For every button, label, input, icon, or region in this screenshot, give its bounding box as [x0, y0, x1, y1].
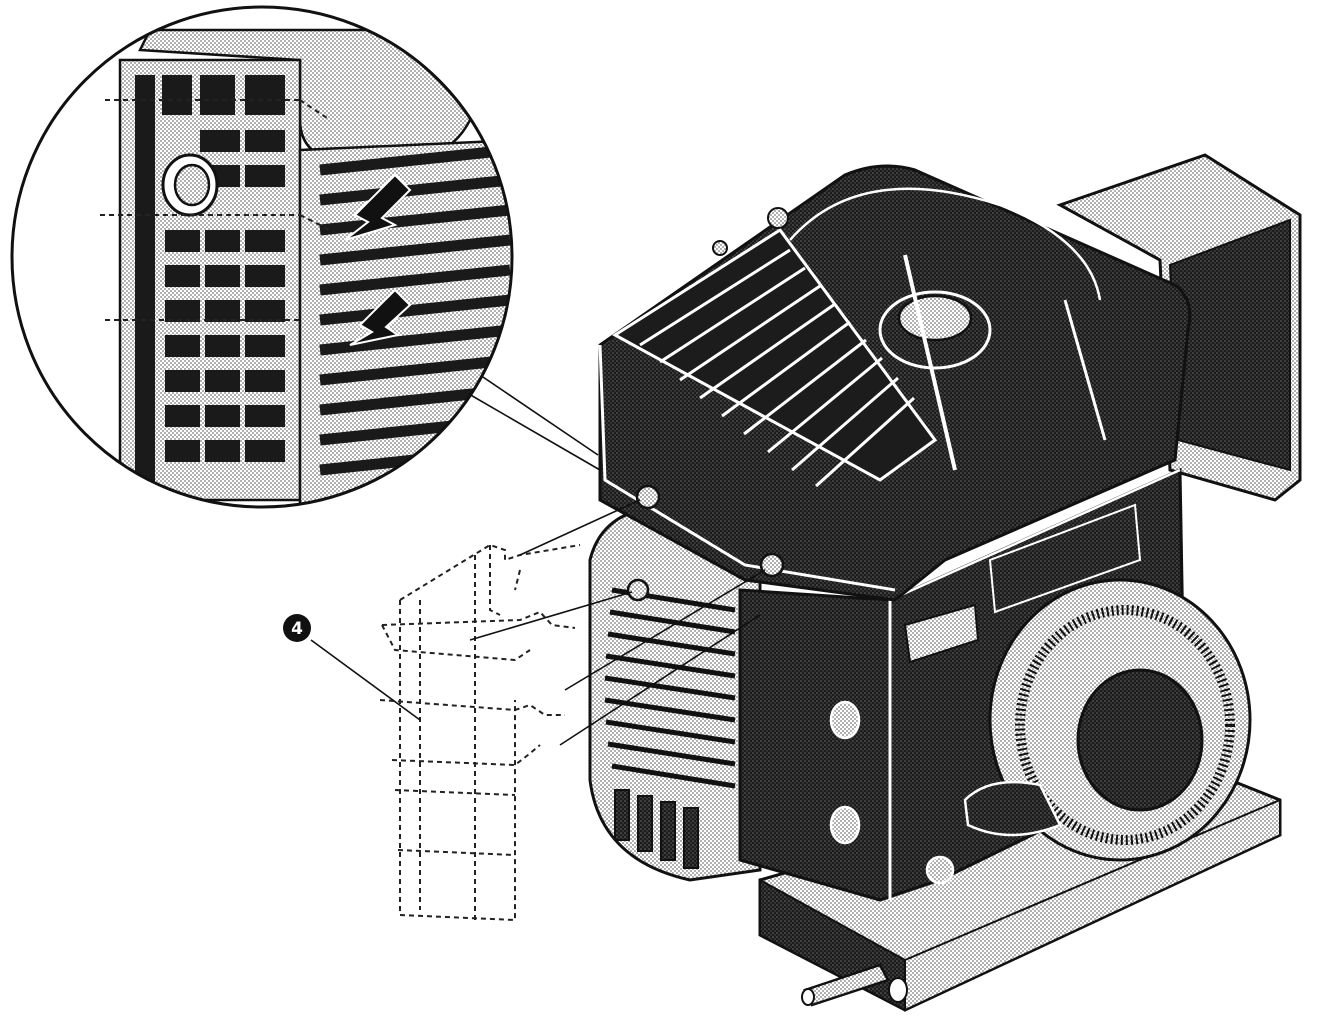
- callout-marker: [283, 614, 311, 642]
- callout-label: 4: [291, 619, 303, 639]
- callout-4: 4: [283, 614, 421, 721]
- inset-screw-boss: [161, 153, 219, 217]
- magnifier-ring: [10, 5, 514, 509]
- cylinder-head-shroud: [598, 164, 1192, 602]
- inset-fin-slots-left: [135, 75, 285, 485]
- shroud-grille: [612, 227, 938, 488]
- inset-air-guide-outline: [100, 99, 341, 321]
- air-guide-part-4: [379, 543, 581, 922]
- magnified-inset: [10, 5, 514, 509]
- crankshaft-end: [801, 963, 908, 1007]
- inset-insertion-arrows: [344, 173, 412, 346]
- engine-assembly: [588, 153, 1302, 1012]
- callout-leader-line: [310, 639, 421, 721]
- assembly-leader-lines: [469, 499, 766, 746]
- shroud-screws: [626, 484, 785, 602]
- cylinder-fins: [588, 508, 762, 882]
- oil-filler-cap: [878, 290, 992, 370]
- recoil-starter: [963, 578, 1252, 862]
- magnifier-leader-lines: [461, 374, 601, 471]
